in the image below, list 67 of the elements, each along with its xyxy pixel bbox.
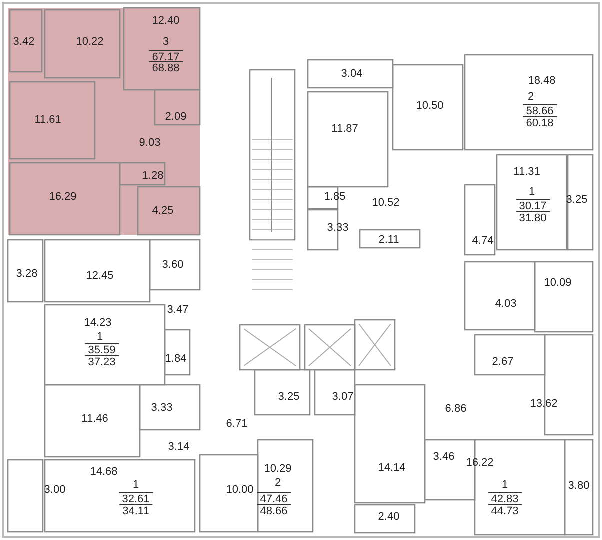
area-label: 1	[528, 186, 536, 198]
area-label: 47.46	[257, 492, 291, 506]
area-label: 10.50	[415, 100, 445, 112]
area-label: 6.86	[444, 403, 468, 415]
area-label: 60.18	[523, 116, 557, 130]
area-label: 4.25	[151, 205, 175, 217]
area-label: 11.87	[330, 123, 360, 135]
area-label: 3	[162, 36, 170, 48]
area-label: 32.61	[119, 492, 153, 506]
area-label: 44.73	[488, 504, 522, 518]
area-label: 68.88	[149, 62, 183, 74]
area-label: 1.84	[164, 353, 188, 365]
area-label: 14.68	[89, 466, 119, 478]
area-label: 6.71	[225, 418, 249, 430]
area-label: 3.25	[565, 194, 589, 206]
area-label: 30.17	[516, 200, 550, 212]
area-label: 2	[526, 91, 536, 103]
area-label: 18.48	[527, 75, 557, 87]
area-label: 3.80	[567, 480, 591, 492]
area-label: 1	[132, 479, 140, 491]
area-label: 11.46	[80, 413, 110, 425]
area-label: 9.03	[138, 137, 162, 149]
area-label: 16.22	[465, 457, 495, 469]
area-label: 14.23	[83, 317, 113, 329]
area-label: 42.83	[488, 492, 522, 506]
area-label: 11.31	[512, 166, 542, 178]
area-label: 3.07	[331, 391, 355, 403]
area-label: 3.00	[43, 484, 67, 496]
area-label: 58.66	[523, 104, 557, 118]
area-label: 1.85	[323, 191, 347, 203]
area-label: 4.03	[494, 298, 518, 310]
area-label: 12.40	[151, 15, 181, 27]
area-label: 10.52	[371, 197, 401, 209]
area-label: 10.09	[543, 277, 573, 289]
area-label: 3.04	[340, 68, 364, 80]
area-label: 3.33	[150, 402, 174, 414]
area-label: 2.11	[378, 234, 400, 246]
area-label: 2.09	[164, 111, 188, 123]
area-label: 37.23	[85, 356, 119, 368]
area-label: 31.80	[516, 212, 550, 224]
area-label: 2.40	[377, 511, 401, 523]
area-label: 3.25	[277, 391, 301, 403]
area-label: 34.11	[120, 504, 152, 518]
area-label: 11.61	[34, 114, 62, 126]
area-label: 67.17	[149, 50, 183, 64]
area-label: 1.28	[141, 170, 165, 182]
area-label: 3.42	[12, 36, 36, 48]
area-label: 3.60	[161, 259, 185, 271]
area-label: 3.28	[15, 268, 39, 280]
area-label: 10.29	[263, 463, 293, 475]
area-label: 3.33	[326, 222, 350, 234]
area-label: 16.29	[48, 191, 78, 203]
area-label: 10.22	[75, 36, 105, 48]
area-label: 3.46	[432, 451, 456, 463]
area-label: 1	[500, 479, 510, 491]
area-label: 4.74	[471, 235, 495, 247]
area-label: 13.62	[529, 398, 559, 410]
area-label: 14.14	[377, 462, 407, 474]
area-label: 2.67	[491, 356, 515, 368]
area-label: 10.00	[225, 484, 255, 496]
area-label: 1	[96, 331, 104, 343]
area-label: 3.14	[167, 441, 191, 453]
area-label: 35.59	[85, 344, 119, 356]
area-label: 12.45	[85, 270, 115, 282]
area-label: 48.66	[257, 504, 291, 518]
area-label: 2	[274, 477, 282, 489]
area-label: 3.47	[166, 304, 190, 316]
